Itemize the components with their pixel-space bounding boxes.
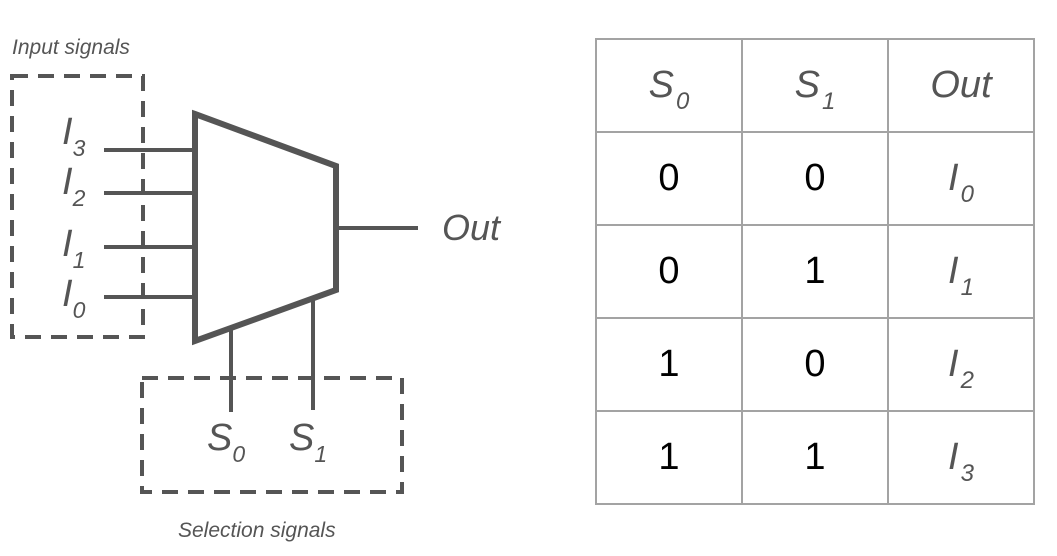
table-header-row: S0 S1 Out: [595, 38, 1035, 133]
cell-out: I1: [887, 224, 1035, 319]
cell-s0: 0: [595, 224, 743, 319]
table-row: 1 0 I2: [595, 317, 1035, 412]
cell-s0: 1: [595, 317, 743, 412]
output-label: Out: [442, 207, 502, 248]
input-signals-group-box: [10, 74, 145, 339]
input-signals-caption: Input signals: [12, 36, 130, 59]
cell-out: I3: [887, 410, 1035, 505]
table-row: 1 1 I3: [595, 410, 1035, 505]
table-row: 0 1 I1: [595, 224, 1035, 319]
cell-s1: 1: [741, 224, 889, 319]
table-row: 0 0 I0: [595, 131, 1035, 226]
cell-s0: 0: [595, 131, 743, 226]
input-label-i2: I2: [62, 161, 86, 211]
input-label-i0: I0: [62, 273, 86, 323]
multiplexer-body: [192, 109, 339, 346]
cell-out: I0: [887, 131, 1035, 226]
cell-s0: 1: [595, 410, 743, 505]
select-label-s1: S1: [289, 417, 327, 467]
header-out: Out: [887, 38, 1035, 133]
cell-out: I2: [887, 317, 1035, 412]
cell-s1: 0: [741, 131, 889, 226]
input-label-i1: I1: [62, 223, 85, 273]
multiplexer-diagram: Input signals I3 I2 I1 I0 Out S0 S1 Sele…: [10, 36, 502, 542]
cell-s1: 0: [741, 317, 889, 412]
truth-table: S0 S1 Out 0 0 I0 0 1 I1 1 0 I2 1 1 I3: [595, 38, 1035, 505]
selection-signals-caption: Selection signals: [178, 519, 336, 542]
header-s1: S1: [741, 38, 889, 133]
input-label-i3: I3: [62, 111, 86, 161]
selection-signals-group-box: [140, 376, 404, 494]
cell-s1: 1: [741, 410, 889, 505]
header-s0: S0: [595, 38, 743, 133]
select-label-s0: S0: [207, 417, 245, 467]
